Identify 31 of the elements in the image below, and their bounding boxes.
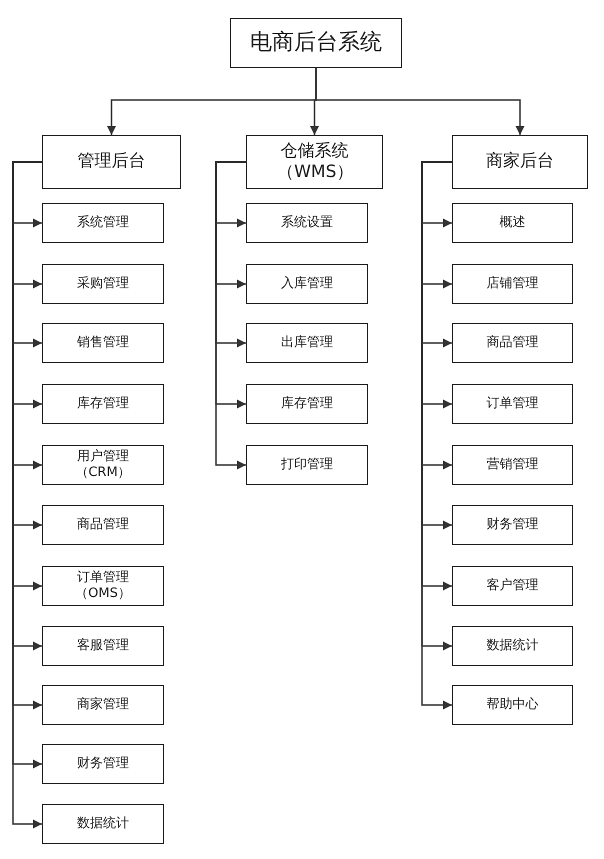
module-box: 数据统计 xyxy=(42,804,164,844)
connector-arrow xyxy=(215,161,246,470)
module-box: 商家管理 xyxy=(42,685,164,725)
module-box: 用户管理（CRM） xyxy=(42,445,164,485)
module-box: 订单管理 xyxy=(452,384,573,424)
module-box: 客户管理 xyxy=(452,566,573,606)
module-box: 客服管理 xyxy=(42,626,164,666)
module-box: 订单管理（OMS） xyxy=(42,566,164,606)
module-box: 采购管理 xyxy=(42,264,164,304)
module-box: 商品管理 xyxy=(42,505,164,545)
module-box: 销售管理 xyxy=(42,323,164,363)
category-box: 仓储系统（WMS） xyxy=(246,135,383,189)
module-box: 数据统计 xyxy=(452,626,573,666)
module-box: 系统管理 xyxy=(42,203,164,243)
module-box: 库存管理 xyxy=(246,384,368,424)
module-box: 财务管理 xyxy=(42,744,164,784)
module-box: 店铺管理 xyxy=(452,264,573,304)
connector-arrow xyxy=(315,68,524,135)
module-box: 出库管理 xyxy=(246,323,368,363)
category-box: 商家后台 xyxy=(452,135,588,189)
module-box: 系统设置 xyxy=(246,203,368,243)
module-box: 财务管理 xyxy=(452,505,573,545)
module-box: 商品管理 xyxy=(452,323,573,363)
module-box: 营销管理 xyxy=(452,445,573,485)
module-box: 帮助中心 xyxy=(452,685,573,725)
category-box: 管理后台 xyxy=(42,135,181,189)
module-box: 打印管理 xyxy=(246,445,368,485)
module-box: 入库管理 xyxy=(246,264,368,304)
root-box: 电商后台系统 xyxy=(230,18,402,68)
module-box: 概述 xyxy=(452,203,573,243)
module-box: 库存管理 xyxy=(42,384,164,424)
